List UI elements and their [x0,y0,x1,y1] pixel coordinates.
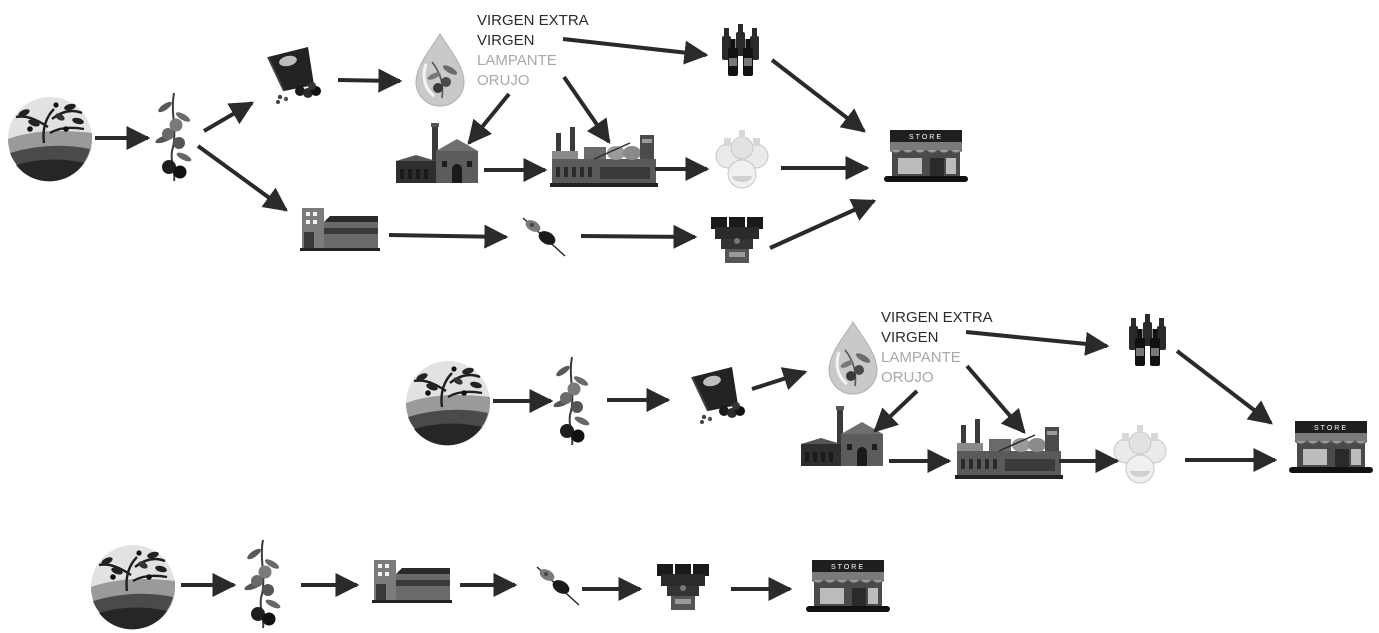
grade-orujo: ORUJO [477,72,530,89]
arrow [965,330,1110,356]
arrow [467,92,511,145]
grade-lampante: LAMPANTE [881,349,961,366]
olive-grove-icon [6,95,94,183]
flow-bottom: STORE [89,539,891,631]
arrow [196,144,288,212]
grade-virgen-extra: VIRGEN EXTRA [477,12,589,29]
arrow [965,364,1026,434]
arrow [388,224,509,249]
arrow [562,37,709,65]
arrow [202,101,255,133]
skewered-olive-icon [536,565,580,606]
oil-mill-icon [801,406,883,466]
store-sign: STORE [909,134,943,141]
olive-tins-icon [657,564,709,610]
oil-bottles-icon [1129,314,1166,366]
olive-tins-icon [711,217,763,263]
arrow [873,389,919,433]
oil-drop-icon [414,32,466,108]
grade-virgen: VIRGEN [881,329,939,346]
store-sign: STORE [831,564,865,571]
skewered-olive-icon [522,216,566,257]
olive-branch-icon [153,92,194,182]
arrow [580,224,698,249]
oil-grades-list: VIRGEN EXTRA VIRGEN LAMPANTE ORUJO [477,12,589,89]
flow-arrows [181,573,793,601]
oil-drop-icon [827,320,879,396]
olive-grove-icon [89,543,177,631]
olive-branch-icon [551,356,592,446]
grade-virgen-extra: VIRGEN EXTRA [881,309,993,326]
arrow [1175,349,1273,425]
olive-hopper-icon [691,366,746,425]
oil-mill-icon [396,123,478,183]
oil-bottles-icon [722,24,759,76]
arrow [770,58,866,133]
store-sign: STORE [1314,425,1348,432]
glass-flasks-icon [1113,424,1167,484]
glass-flasks-icon [715,129,769,189]
arrow [769,198,877,250]
arrow [751,367,808,391]
flow-middle: STORE VIRGEN EXTRA VIRGEN LAMPANTE ORUJO [404,309,1374,484]
flow-arrows [95,37,877,250]
olive-branch-icon [242,539,283,629]
table-olive-factory-icon [372,560,452,603]
grade-virgen: VIRGEN [477,32,535,49]
arrow [562,75,611,144]
grade-lampante: LAMPANTE [477,52,557,69]
olive-grove-icon [404,359,492,447]
flow-top: STORE VIRGEN EXTRA VIRGEN LAMPANTE ORUJO [6,12,969,263]
flow-arrows [493,330,1278,473]
olive-hopper-icon [267,46,322,105]
refinery-icon [954,418,1064,480]
table-olive-factory-icon [300,208,380,251]
arrow [337,68,403,93]
grade-orujo: ORUJO [881,369,934,386]
oil-grades-list: VIRGEN EXTRA VIRGEN LAMPANTE ORUJO [881,309,993,386]
